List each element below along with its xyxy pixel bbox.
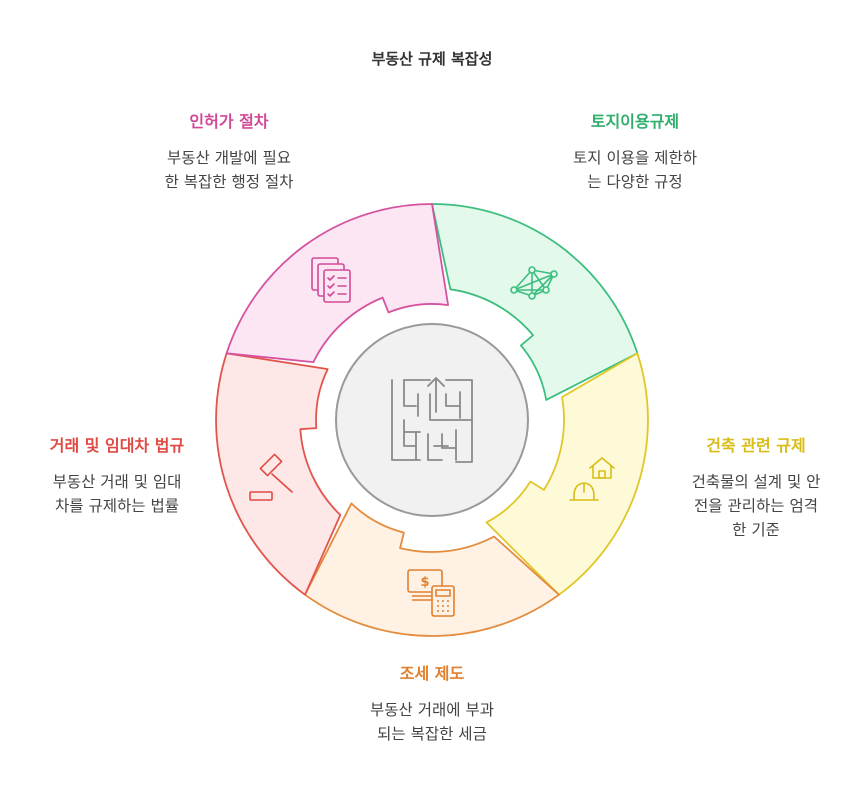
label-building: 건축 관련 규제 건축물의 설계 및 안 전을 관리하는 엄격 한 기준	[656, 432, 856, 542]
heading-land-use: 토지이용규제	[590, 112, 680, 131]
network-icon	[510, 266, 558, 300]
construction-house-icon	[569, 457, 615, 501]
label-permits: 인허가 절차 부동산 개발에 필요 한 복잡한 행정 절차	[124, 108, 334, 194]
heading-building: 건축 관련 규제	[706, 436, 806, 455]
desc-building-line-3: 한 기준	[732, 521, 780, 539]
desc-land-use-line-2: 는 다양한 규정	[587, 173, 683, 191]
gavel-icon	[249, 453, 293, 501]
desc-tax-line-1: 부동산 거래에 부과	[370, 701, 494, 719]
segment-transaction-law-shape	[215, 352, 342, 596]
money-calculator-icon: $	[407, 569, 455, 617]
desc-building-line-1: 건축물의 설계 및 안	[691, 473, 821, 491]
desc-building-line-2: 전을 관리하는 엄격	[694, 497, 818, 515]
desc-permits-line-2: 한 복잡한 행정 절차	[164, 173, 294, 191]
heading-tax: 조세 제도	[399, 664, 465, 683]
desc-tax-line-2: 되는 복잡한 세금	[377, 725, 487, 743]
desc-land-use-line-1: 토지 이용을 제한하	[573, 149, 697, 167]
label-transaction-law: 거래 및 임대차 법규 부동산 거래 및 임대 차를 규제하는 법률	[12, 432, 222, 518]
heading-transaction-law: 거래 및 임대차 법규	[49, 436, 185, 455]
label-land-use: 토지이용규제 토지 이용을 제한하 는 다양한 규정	[530, 108, 740, 194]
diagram-title: 부동산 규제 복잡성	[371, 50, 493, 68]
desc-transaction-law-line-2: 차를 규제하는 법률	[55, 497, 179, 515]
desc-transaction-law-line-1: 부동산 거래 및 임대	[52, 473, 182, 491]
svg-text:$: $	[420, 575, 429, 590]
label-tax: 조세 제도 부동산 거래에 부과 되는 복잡한 세금	[327, 660, 537, 746]
segment-transaction-law	[215, 352, 342, 596]
checklist-documents-icon	[311, 257, 351, 303]
desc-permits-line-1: 부동산 개발에 필요	[167, 149, 291, 167]
heading-permits: 인허가 절차	[189, 112, 269, 131]
maze-icon	[391, 377, 473, 463]
